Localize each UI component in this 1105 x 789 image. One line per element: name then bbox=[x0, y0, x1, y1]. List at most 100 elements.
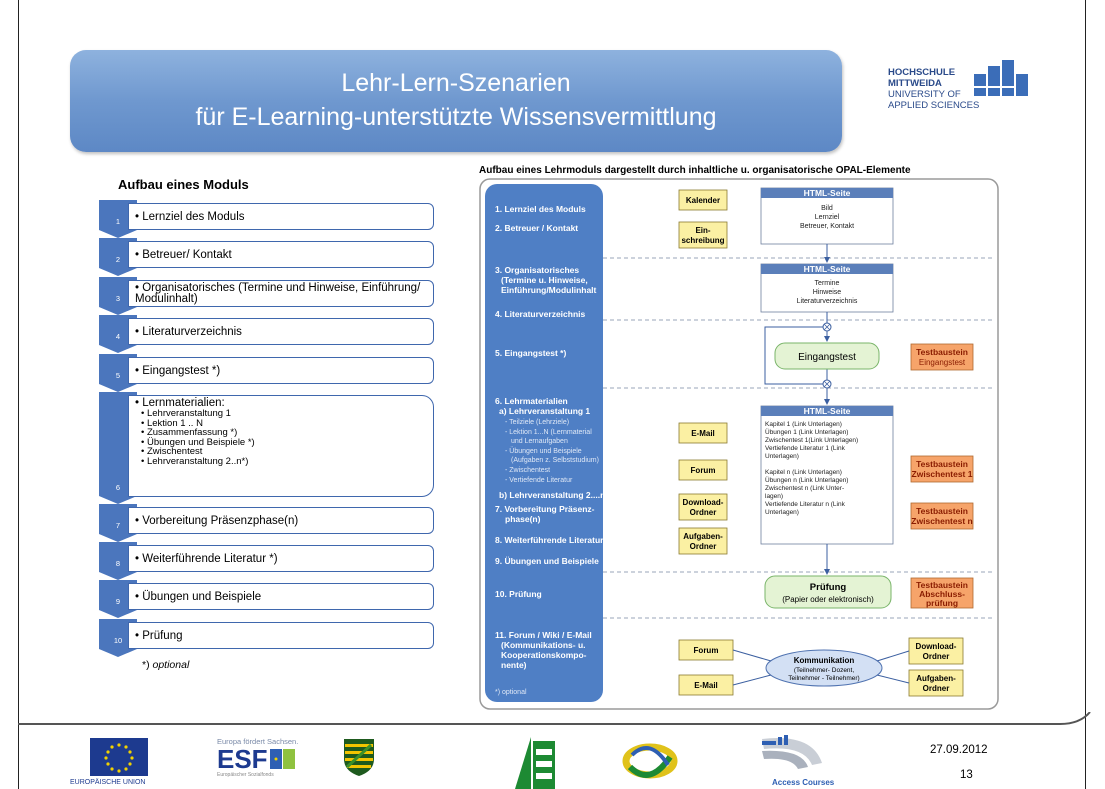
kalender-label: Kalender bbox=[686, 196, 720, 205]
item-text: • Eingangstest *) bbox=[128, 357, 434, 384]
pruefung-label: Prüfung bbox=[810, 582, 847, 593]
item-text-lernmaterialien: • Lernmaterialien: • Lehrveranstaltung 1… bbox=[128, 395, 434, 497]
diagram-title: Aufbau eines Lehrmoduls dargestellt durc… bbox=[479, 165, 911, 176]
section-6d: - Lektion 1...N (Lernmaterial bbox=[505, 429, 592, 436]
section-10: 10. Prüfung bbox=[495, 589, 542, 599]
html-page-1-head: HTML-Seite bbox=[804, 188, 851, 198]
university-logo: HOCHSCHULE MITTWEIDA UNIVERSITY OF APPLI… bbox=[888, 60, 1078, 130]
einschreibung-label-1: Ein- bbox=[695, 226, 710, 235]
html-page-3-line: Vertiefende Literatur n (Link bbox=[765, 501, 846, 508]
section-11b: (Kommunikations- u. bbox=[501, 640, 586, 650]
footer-divider bbox=[18, 712, 1091, 725]
html-page-3-line: Übungen n (Link Unterlagen) bbox=[765, 476, 848, 484]
title-banner: Lehr-Lern-Szenarien für E-Learning-unter… bbox=[70, 50, 842, 152]
html-page-1-line: Bild bbox=[821, 205, 833, 212]
download-label-3: Download- bbox=[916, 642, 957, 651]
aufgaben-label-2: Ordner bbox=[690, 542, 717, 551]
section-1: 1. Lernziel des Moduls bbox=[495, 204, 586, 214]
html-page-1-line: Betreuer, Kontakt bbox=[800, 223, 854, 230]
email-label-2: E-Mail bbox=[694, 681, 718, 690]
email-label: E-Mail bbox=[691, 429, 715, 438]
slide-date: 27.09.2012 bbox=[930, 744, 988, 756]
html-page-3-line: Zwischentest n (Link Unter- bbox=[765, 485, 844, 492]
access-courses-label: Access Courses bbox=[772, 778, 835, 787]
forum-label: Forum bbox=[691, 466, 716, 475]
testbaustein-label: Testbaustein bbox=[916, 506, 968, 516]
kommunikation-label: Kommunikation bbox=[794, 656, 855, 665]
optional-note: *) optional bbox=[142, 659, 190, 671]
sub-item: • Zwischentest bbox=[141, 446, 203, 457]
html-page-2-line: Literaturverzeichnis bbox=[797, 298, 858, 305]
testbaustein-label: Testbaustein bbox=[916, 347, 968, 357]
esf-wordmark: ESF bbox=[217, 744, 268, 774]
zwischentest-n-label: Zwischentest n bbox=[911, 516, 972, 526]
section-6a: 6. Lehrmaterialien bbox=[495, 396, 568, 406]
logo-line-2: MITTWEIDA bbox=[888, 78, 942, 89]
optional-label: *) optional bbox=[495, 689, 527, 696]
aufgaben-label-3: Aufgaben- bbox=[916, 674, 956, 683]
logo-line-3: UNIVERSITY OF bbox=[888, 89, 961, 100]
section-3c: Einführung/Modulinhalt bbox=[501, 285, 597, 295]
einschreibung-label-2: schreibung bbox=[681, 236, 724, 245]
module-structure-heading: Aufbau eines Moduls bbox=[118, 177, 249, 192]
section-7b: phase(n) bbox=[505, 514, 541, 524]
partner-logo-swirl-icon bbox=[622, 743, 678, 779]
html-page-3-line: Zwischentest 1(Link Unterlagen) bbox=[765, 437, 858, 444]
esf-subline: Europäischer Sozialfonds bbox=[217, 772, 274, 778]
partner-logo-green-icon bbox=[515, 737, 555, 789]
section-6b: a) Lehrveranstaltung 1 bbox=[499, 406, 590, 416]
section-6i: - Vertiefende Literatur bbox=[505, 477, 573, 484]
section-6c: - Teilziele (Lehrziele) bbox=[505, 419, 569, 426]
section-11d: nente) bbox=[501, 660, 527, 670]
logo-line-4: APPLIED SCIENCES bbox=[888, 100, 980, 111]
access-courses-logo-icon bbox=[762, 735, 822, 769]
section-3b: (Termine u. Hinweise, bbox=[501, 275, 588, 285]
title-line-2: für E-Learning-unterstützte Wissensvermi… bbox=[195, 103, 717, 131]
html-page-2-line: Hinweise bbox=[813, 289, 842, 296]
zwischentest-1-label: Zwischentest 1 bbox=[912, 469, 973, 479]
testbaustein-label: Testbaustein bbox=[916, 459, 968, 469]
logo-blocks-icon bbox=[974, 60, 1028, 96]
section-6f: - Übungen und Beispiele bbox=[505, 447, 582, 455]
item-text: • Organisatorisches (Termine und Hinweis… bbox=[128, 280, 434, 307]
section-9: 9. Übungen und Beispiele bbox=[495, 556, 599, 566]
item-text: • Betreuer/ Kontakt bbox=[128, 241, 434, 268]
html-page-3-line: Vertiefende Literatur 1 (Link bbox=[765, 445, 846, 452]
section-11c: Kooperationskompo- bbox=[501, 650, 587, 660]
eu-flag-icon bbox=[90, 738, 148, 776]
esf-logo: Europa fördert Sachsen. ESF Europäischer… bbox=[217, 737, 317, 785]
pruefung-sublabel: (Papier oder elektronisch) bbox=[782, 595, 874, 604]
download-label-1: Download- bbox=[683, 498, 724, 507]
item-text: • Literaturverzeichnis bbox=[128, 318, 434, 345]
sub-item: • Übungen und Beispiele *) bbox=[141, 436, 255, 448]
html-page-3-line: Kapitel 1 (Link Unterlagen) bbox=[765, 421, 842, 428]
title-line-1: Lehr-Lern-Szenarien bbox=[341, 69, 571, 97]
sub-item: • Lehrveranstaltung 1 bbox=[141, 408, 231, 419]
kommunikation-line: Teilnehmer - Teilnehmer) bbox=[788, 675, 859, 682]
kommunikation-line: (Teilnehmer- Dozent, bbox=[794, 667, 855, 674]
section-11a: 11. Forum / Wiki / E-Mail bbox=[495, 630, 592, 640]
html-page-1-line: Lernziel bbox=[815, 214, 840, 221]
item-text: • Vorbereitung Präsenzphase(n) bbox=[128, 507, 434, 534]
sections-column bbox=[485, 184, 603, 702]
section-7a: 7. Vorbereitung Präsenz- bbox=[495, 504, 595, 514]
logo-line-1: HOCHSCHULE bbox=[888, 67, 956, 78]
esf-flag-icon bbox=[269, 749, 295, 769]
abschluss-label-1: Abschluss- bbox=[919, 589, 965, 599]
html-page-2-line: Termine bbox=[815, 280, 840, 287]
item-text: • Weiterführende Literatur *) bbox=[128, 545, 434, 572]
html-page-3-line: Übungen 1 (Link Unterlagen) bbox=[765, 428, 848, 436]
item-text: • Übungen und Beispiele bbox=[128, 583, 434, 610]
sub-item: • Lektion 1 .. N bbox=[141, 417, 203, 429]
download-label-4: Ordner bbox=[923, 652, 950, 661]
section-6g: (Aufgaben z. Selbststudium) bbox=[511, 457, 599, 464]
section-6h: - Zwischentest bbox=[505, 467, 550, 474]
html-page-2-head: HTML-Seite bbox=[804, 264, 851, 274]
testbaustein-label: Testbaustein bbox=[916, 580, 968, 590]
item-text: • Prüfung bbox=[128, 622, 434, 649]
sub-item: • Lehrveranstaltung 2..n*) bbox=[141, 455, 249, 467]
section-6e: und Lernaufgaben bbox=[511, 438, 568, 445]
abschluss-label-2: prüfung bbox=[926, 598, 958, 608]
eingangstest-label: Eingangstest bbox=[798, 352, 856, 363]
download-label-2: Ordner bbox=[690, 508, 717, 517]
